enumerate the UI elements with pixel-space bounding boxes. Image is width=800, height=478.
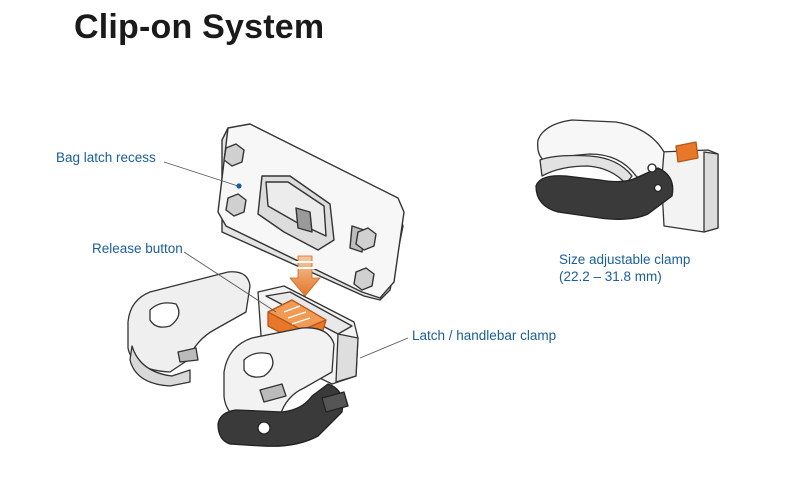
- page-title: Clip-on System: [74, 8, 325, 46]
- size-adjustable-clamp: [535, 119, 719, 233]
- bag-latch-plate: [217, 123, 405, 301]
- label-latch-handlebar-clamp: Latch / handlebar clamp: [412, 328, 557, 343]
- handlebar-clamp-assembly: [127, 271, 359, 447]
- size-clamp-caption-line1: Size adjustable clamp: [559, 252, 691, 267]
- size-clamp-caption: Size adjustable clamp (22.2 – 31.8 mm): [559, 251, 690, 285]
- size-clamp-caption-line2: (22.2 – 31.8 mm): [559, 269, 662, 284]
- leader-release-button: [183, 251, 277, 313]
- label-release-button: Release button: [92, 241, 183, 256]
- leader-lines: [163, 161, 409, 359]
- leader-latch-clamp: [359, 337, 409, 359]
- down-arrow-icon: [289, 255, 321, 297]
- leader-bag-latch: [163, 161, 239, 187]
- bag-latch-marker: [236, 183, 242, 189]
- label-bag-latch-recess: Bag latch recess: [56, 150, 156, 165]
